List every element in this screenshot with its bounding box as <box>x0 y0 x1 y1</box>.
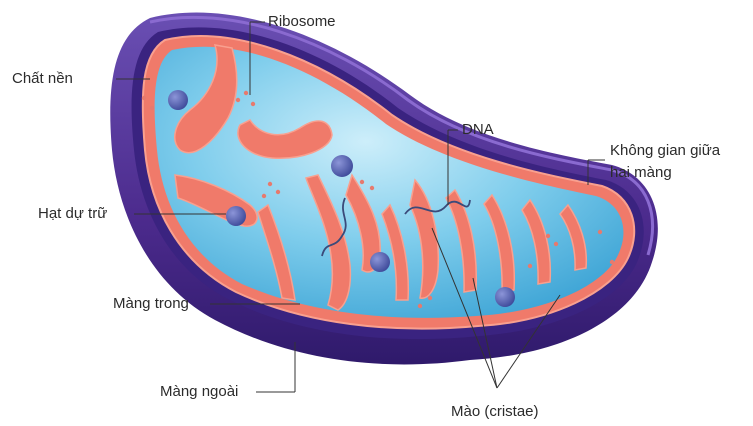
ribosome-dot <box>268 182 272 186</box>
granule <box>331 155 353 177</box>
ribosome-dot <box>360 180 364 184</box>
label-intermembrane-line2: hai màng <box>610 162 753 184</box>
label-intermembrane-line1: Không gian giữa <box>610 140 753 162</box>
ribosome-dot <box>418 304 422 308</box>
ribosome-dot <box>251 102 255 106</box>
ribosome-dot <box>598 230 602 234</box>
ribosome-dot <box>244 91 248 95</box>
ribosome-dot <box>428 296 432 300</box>
label-cristae: Mào (cristae) <box>451 403 539 421</box>
label-outer-membrane: Màng ngoài <box>160 383 238 401</box>
ribosome-dot <box>546 234 550 238</box>
ribosome-dot <box>276 190 280 194</box>
ribosome-dot <box>370 186 374 190</box>
granule <box>495 287 515 307</box>
ribosome-dot <box>142 96 146 100</box>
granule <box>168 90 188 110</box>
ribosome-dot <box>150 106 154 110</box>
label-granule: Hạt dự trữ <box>38 205 107 223</box>
ribosome-dot <box>528 264 532 268</box>
granule <box>370 252 390 272</box>
label-ribosome: Ribosome <box>268 13 336 31</box>
label-dna: DNA <box>462 121 494 139</box>
label-inner-membrane: Màng trong <box>113 295 189 313</box>
granule <box>226 206 246 226</box>
ribosome-dot <box>236 98 240 102</box>
ribosome-dot <box>262 194 266 198</box>
label-intermembrane-space: Không gian giữa hai màng <box>610 140 753 184</box>
ribosome-dot <box>554 242 558 246</box>
label-matrix: Chất nền <box>12 70 73 88</box>
ribosome-dot <box>610 260 614 264</box>
